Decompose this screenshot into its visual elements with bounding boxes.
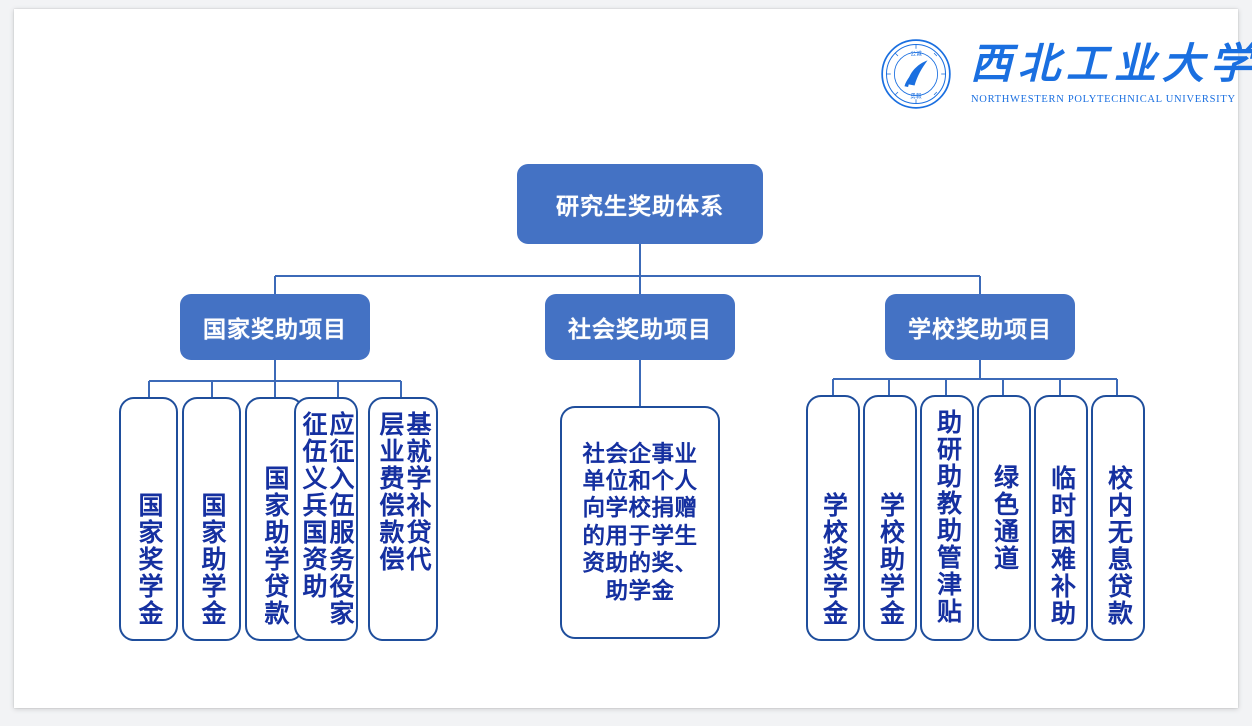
slide-canvas: 公诚 勇毅 西北工业大学 NORTHWESTERN POLYTECHNICAL …: [14, 9, 1252, 708]
nwpu-seal-icon: 公诚 勇毅: [881, 39, 951, 109]
leaf-national-grant[interactable]: 国家助学金: [182, 397, 241, 641]
leaf-assistantship-stipend[interactable]: 助研助教助管津贴: [920, 395, 974, 641]
leaf-green-channel[interactable]: 绿色通道: [977, 395, 1031, 641]
university-logo: 公诚 勇毅 西北工业大学 NORTHWESTERN POLYTECHNICAL …: [880, 36, 1252, 116]
node-social-aid-programs[interactable]: 社会奖助项目: [545, 294, 735, 360]
leaf-school-scholarship[interactable]: 学校奖学金: [806, 395, 860, 641]
leaf-military-service-aid[interactable]: 应征入伍服务役家 征伍义兵国资助: [294, 397, 358, 641]
node-root-graduate-aid-system[interactable]: 研究生奖助体系: [517, 164, 763, 244]
node-national-aid-programs[interactable]: 国家奖助项目: [180, 294, 370, 360]
leaf-national-scholarship[interactable]: 国家奖学金: [119, 397, 178, 641]
university-wordmark: 西北工业大学 NORTHWESTERN POLYTECHNICAL UNIVER…: [970, 36, 1252, 116]
leaf-social-donated-scholarships[interactable]: 社会企事业 单位和个人 向学校捐赠 的用于学生 资助的奖、 助学金: [560, 406, 720, 639]
university-name-en: NORTHWESTERN POLYTECHNICAL UNIVERSITY: [971, 94, 1236, 105]
leaf-social-text: 社会企事业 单位和个人 向学校捐赠 的用于学生 资助的奖、 助学金: [582, 441, 698, 604]
leaf-grassroots-tuition-compensation[interactable]: 基就学补贷代 层业费偿款偿: [368, 397, 438, 641]
leaf-temporary-hardship-subsidy[interactable]: 临时困难补助: [1034, 395, 1088, 641]
leaf-campus-interest-free-loan[interactable]: 校内无息贷款: [1091, 395, 1145, 641]
university-name-cn: 西北工业大学: [970, 39, 1252, 88]
leaf-school-grant[interactable]: 学校助学金: [863, 395, 917, 641]
svg-text:勇毅: 勇毅: [910, 92, 922, 100]
svg-text:公诚: 公诚: [910, 49, 922, 57]
node-school-aid-programs[interactable]: 学校奖助项目: [885, 294, 1075, 360]
